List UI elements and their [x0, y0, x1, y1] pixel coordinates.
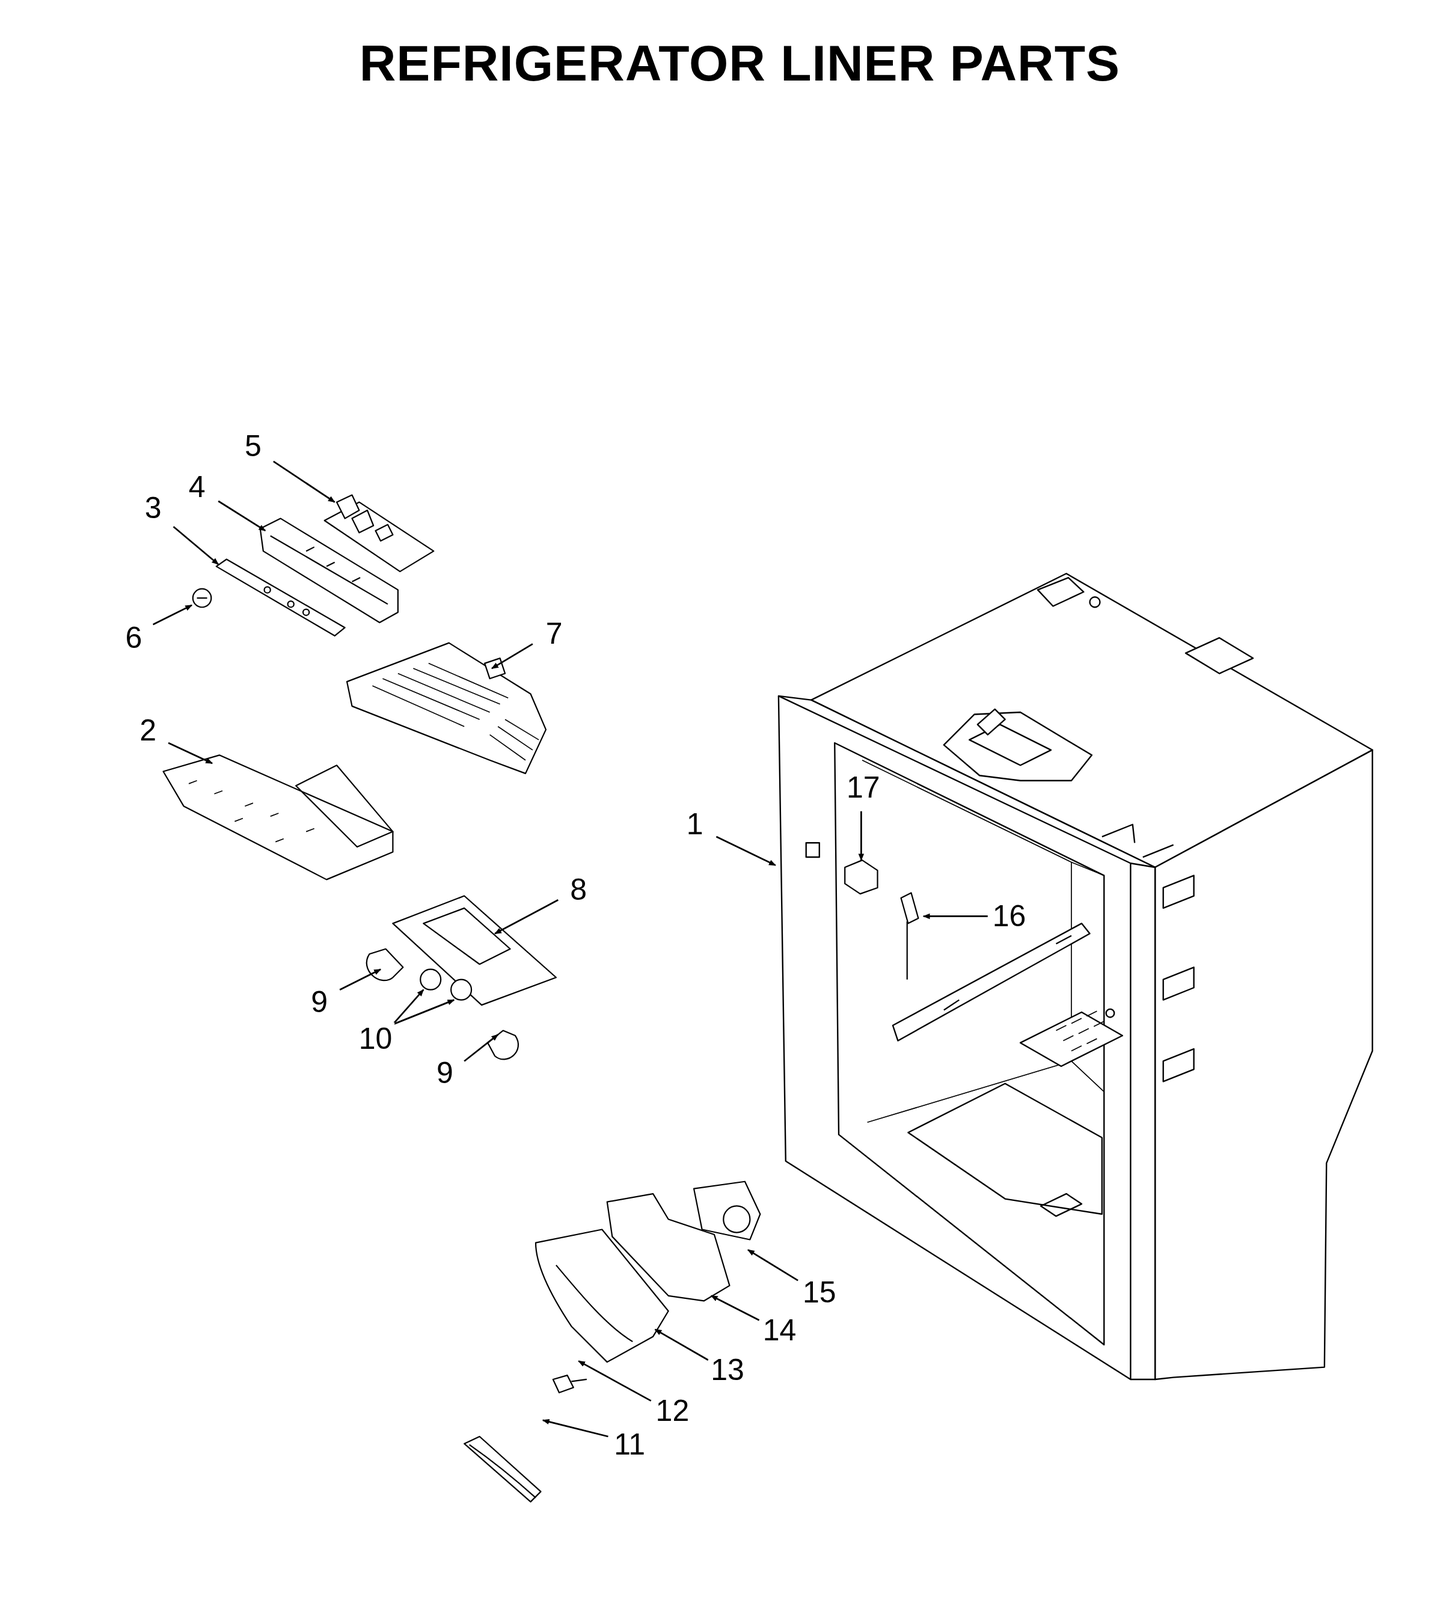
callout-number: 8 — [567, 873, 590, 907]
drawing-line — [372, 663, 539, 761]
drawing-line — [163, 755, 394, 880]
drawing-line — [491, 643, 533, 669]
callout-number: 9 — [308, 986, 331, 1019]
drawing-line — [188, 781, 315, 843]
drawing-line — [487, 1031, 519, 1060]
small-parts — [163, 495, 919, 1503]
callout-number: 5 — [242, 429, 264, 463]
drawing-line — [693, 1182, 760, 1241]
drawing-line — [571, 1379, 587, 1382]
drawing-line — [1037, 577, 1084, 607]
drawing-line — [1056, 1011, 1105, 1051]
drawing-line — [655, 1329, 709, 1361]
drawing-line — [1056, 1011, 1105, 1051]
drawing-line — [542, 1420, 609, 1437]
drawing-line — [723, 1206, 750, 1233]
liner — [778, 573, 1373, 1380]
drawing-line — [862, 760, 1072, 1123]
drawing-line — [901, 892, 919, 924]
drawing-line — [264, 586, 271, 593]
drawing-line — [372, 663, 539, 761]
drawing-line — [464, 1034, 498, 1062]
drawing-line — [1090, 597, 1101, 608]
drawing-line — [1020, 1012, 1123, 1067]
drawing-line — [270, 535, 388, 605]
drawing-line — [578, 1361, 651, 1401]
drawing-line — [287, 601, 295, 608]
drawing-line — [1040, 1194, 1082, 1217]
callout-number: 2 — [137, 714, 159, 747]
callout-number: 12 — [653, 1394, 693, 1428]
drawing-line — [423, 908, 510, 965]
callout-number: 11 — [611, 1428, 648, 1462]
drawing-line — [339, 969, 381, 991]
callout-number: 10 — [356, 1022, 396, 1056]
drawing-line — [173, 526, 219, 565]
diagram-title: REFRIGERATOR LINER PARTS — [359, 37, 1121, 89]
drawing-line — [153, 605, 192, 625]
drawing-line — [469, 1445, 536, 1499]
drawing-line — [336, 495, 393, 542]
drawing-line — [420, 969, 441, 991]
drawing-line — [923, 915, 988, 918]
leader-arrows — [153, 461, 988, 1437]
drawing-line — [494, 900, 558, 934]
drawing-line — [192, 589, 212, 608]
drawing-line — [943, 936, 1072, 1011]
callout-number: 14 — [760, 1314, 800, 1347]
drawing-line — [392, 896, 557, 1006]
drawing-line — [260, 518, 399, 623]
drawing-line — [969, 724, 1051, 766]
drawing-line — [977, 709, 1006, 735]
callout-number: 4 — [186, 470, 209, 504]
callout-number: 15 — [800, 1276, 839, 1309]
drawing-line — [1185, 637, 1253, 674]
drawing-line — [1106, 1009, 1115, 1018]
drawing-line — [778, 696, 1155, 1380]
drawing-line — [943, 712, 1092, 782]
drawing-line — [716, 836, 776, 866]
drawing-line — [168, 743, 213, 764]
drawing-line — [188, 781, 315, 843]
drawing-line — [778, 696, 1155, 1380]
drawing-line — [553, 1375, 574, 1394]
drawing-line — [747, 1249, 798, 1281]
drawing-line — [1163, 1049, 1195, 1082]
drawing-line — [216, 559, 346, 636]
drawing-line — [711, 1296, 760, 1321]
drawing-line — [366, 949, 404, 981]
callout-number: 3 — [142, 491, 165, 525]
drawing-line — [1163, 967, 1195, 1000]
callout-number: 13 — [708, 1353, 747, 1387]
drawing-line — [346, 643, 546, 774]
drawing-line — [197, 597, 208, 599]
drawing-line — [1154, 750, 1373, 1380]
callout-number: 7 — [543, 617, 566, 650]
callout-number: 1 — [684, 808, 706, 841]
drawing-line — [273, 461, 335, 503]
callout-number: 16 — [990, 900, 1029, 933]
drawing-line — [844, 860, 878, 895]
drawing-line — [295, 765, 393, 848]
drawing-line — [464, 1436, 541, 1503]
drawing-line — [218, 501, 266, 531]
drawing-line — [392, 990, 424, 1026]
drawing-line — [556, 1265, 633, 1342]
drawing-line — [806, 842, 820, 858]
callout-number: 17 — [844, 771, 883, 804]
callout-number: 9 — [434, 1056, 456, 1090]
callout-number: 6 — [122, 621, 145, 655]
drawing-line — [484, 658, 506, 679]
drawing-line — [1163, 876, 1195, 909]
drawing-line — [906, 921, 908, 981]
drawing-line — [860, 811, 863, 861]
drawing-line — [450, 980, 472, 1001]
drawing-line — [392, 1000, 454, 1026]
drawing-line — [907, 1084, 1102, 1215]
drawing-line — [303, 609, 310, 616]
